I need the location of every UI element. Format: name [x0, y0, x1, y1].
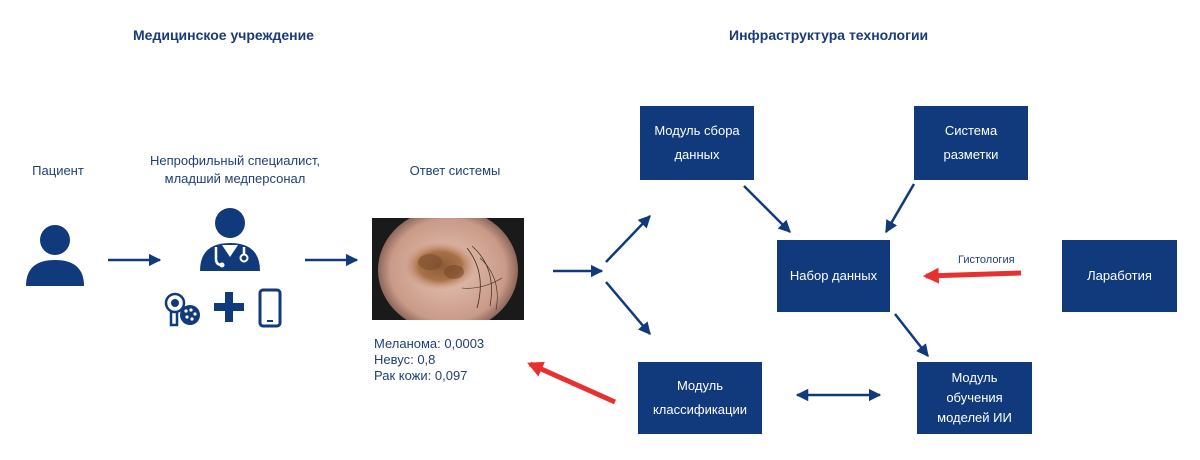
specialist-label-line2: младший медперсонал	[164, 171, 306, 186]
dermatoscope-icon	[164, 292, 200, 327]
plus-icon	[214, 292, 244, 322]
arrow-markup-to-dataset	[884, 183, 916, 234]
patient-label: Пациент	[32, 163, 84, 178]
user-icon	[26, 225, 84, 286]
markup-system-box: Система разметки	[914, 106, 1028, 180]
response-label: Ответ системы	[409, 163, 501, 178]
section-title-medical: Медицинское учреждение	[133, 27, 314, 43]
laboratory-box: Лаработия	[1062, 240, 1177, 312]
arrow-collect-to-dataset	[743, 185, 791, 233]
classify-line2: классификации	[652, 402, 748, 417]
result-skin-cancer: Рак кожи: 0,097	[374, 368, 468, 383]
dataset-box: Набор данных	[777, 240, 890, 312]
specialist-label-line1: Непрофильный специалист,	[149, 153, 320, 168]
specialist-label: Непрофильный специалист, младший медперс…	[130, 152, 340, 188]
collect-line1: Модуль сбора	[654, 123, 740, 138]
data-collection-module-box: Модуль сбора данных	[640, 106, 754, 180]
results-list: Меланома: 0,0003 Невус: 0,8 Рак кожи: 0,…	[374, 336, 484, 384]
histology-label: Гистология	[958, 254, 1015, 266]
training-line2: обучения	[946, 390, 1003, 405]
classify-line1: Модуль	[676, 378, 724, 393]
smartphone-icon	[258, 288, 282, 328]
training-module-box: Модуль обучения моделей ИИ	[917, 362, 1032, 434]
result-melanoma: Меланома: 0,0003	[374, 336, 485, 351]
collect-line2: данных	[674, 147, 720, 162]
arrow-to-collect-module	[605, 215, 651, 263]
training-line3: моделей ИИ	[937, 410, 1012, 425]
lab-line1: Лаработия	[1087, 268, 1152, 283]
arrow-histology-red	[922, 267, 1022, 284]
dataset-line1: Набор данных	[789, 268, 878, 283]
arrow-to-classify-module	[605, 281, 651, 335]
doctor-icon	[200, 208, 260, 271]
arrow-classify-to-results-red	[527, 361, 617, 405]
dermatoscopic-image	[372, 218, 524, 320]
section-title-tech: Инфраструктура технологии	[729, 27, 929, 43]
result-nevus: Невус: 0,8	[374, 352, 436, 367]
markup-line1: Система	[944, 123, 998, 138]
markup-line2: разметки	[943, 147, 999, 162]
classification-module-box: Модуль классификации	[638, 362, 762, 434]
training-line1: Модуль	[951, 370, 998, 385]
arrow-dataset-to-training	[894, 313, 929, 357]
